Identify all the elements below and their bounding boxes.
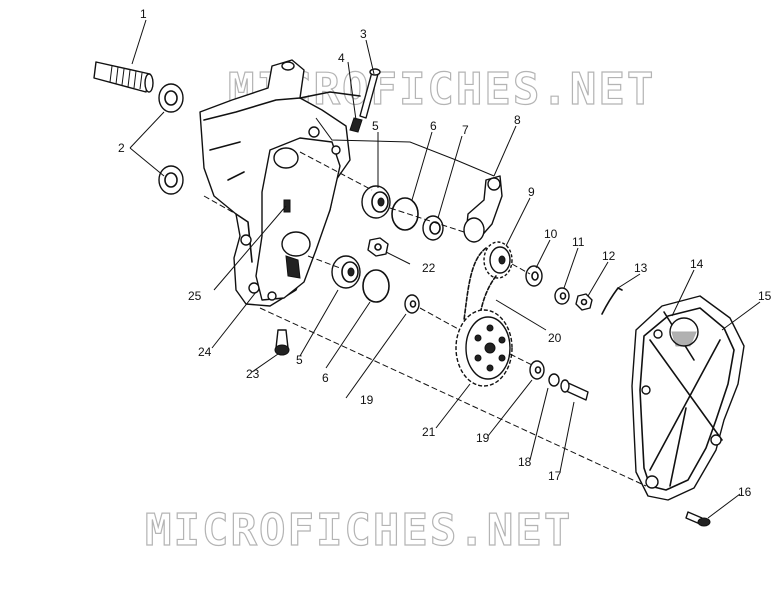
callout-7: 7	[462, 123, 469, 137]
part-5-bearing-lower	[331, 255, 361, 289]
callout-8: 8	[514, 113, 521, 127]
callout-20: 20	[548, 331, 562, 345]
callout-16: 16	[738, 485, 752, 499]
callout-25: 25	[188, 289, 202, 303]
callout-6-upper: 6	[430, 119, 437, 133]
callout-4: 4	[338, 51, 345, 65]
callout-13: 13	[634, 261, 648, 275]
part-19-washer-upper	[404, 294, 420, 314]
callout-1: 1	[140, 7, 147, 21]
callout-18: 18	[518, 455, 532, 469]
callout-22: 22	[422, 261, 436, 275]
callout-3: 3	[360, 27, 367, 41]
part-6-ring-lower	[362, 269, 390, 303]
part-23-drain-plug	[274, 329, 290, 356]
leader-lines	[129, 19, 761, 519]
part-17-bolt	[560, 379, 589, 401]
part-7-spacer-upper	[422, 215, 444, 241]
part-2-seal-lower	[158, 165, 184, 195]
part-16-screw	[685, 511, 711, 527]
callout-5-lower: 5	[296, 353, 303, 367]
part-9-drive-sprocket	[483, 241, 513, 279]
part-21-driven-sprocket	[455, 309, 513, 387]
callout-2: 2	[118, 141, 125, 155]
part-6-ring-upper	[391, 197, 419, 231]
callout-9: 9	[528, 185, 535, 199]
part-25-stud	[283, 199, 291, 213]
callout-19-upper: 19	[360, 393, 374, 407]
callout-labels: 1 2 3 4 5 6 7 8 9 10 11 12 13 14 15 16 1…	[118, 7, 772, 499]
part-10-washer	[525, 265, 543, 287]
callout-21: 21	[422, 425, 436, 439]
part-3-bolt	[359, 68, 381, 119]
callout-12: 12	[602, 249, 616, 263]
part-5-bearing-upper	[361, 185, 391, 219]
callout-23: 23	[246, 367, 260, 381]
callout-15: 15	[758, 289, 772, 303]
part-19-washer-lower	[529, 360, 545, 380]
callout-14: 14	[690, 257, 704, 271]
callout-10: 10	[544, 227, 558, 241]
part-22-nut	[367, 237, 389, 257]
callout-5-upper: 5	[372, 119, 379, 133]
part-14-chaincase-cover	[631, 295, 745, 501]
callout-17: 17	[548, 469, 562, 483]
part-2-seal-upper	[158, 83, 184, 113]
part-11-washer	[554, 287, 570, 305]
callout-11: 11	[572, 235, 585, 249]
chaincase-housing	[199, 59, 361, 307]
part-13-cotter-pin	[601, 287, 623, 315]
callout-19-lower: 19	[476, 431, 490, 445]
part-8-tensioner-arm	[463, 175, 503, 243]
part-1-splined-shaft	[93, 61, 154, 93]
part-4-set-screw	[349, 117, 363, 133]
watermark-bottom: MICROFICHES.NET	[145, 505, 572, 556]
part-18-lock-washer	[548, 373, 560, 387]
callout-24: 24	[198, 345, 212, 359]
part-12-nut	[575, 293, 593, 311]
callout-6-lower: 6	[322, 371, 329, 385]
